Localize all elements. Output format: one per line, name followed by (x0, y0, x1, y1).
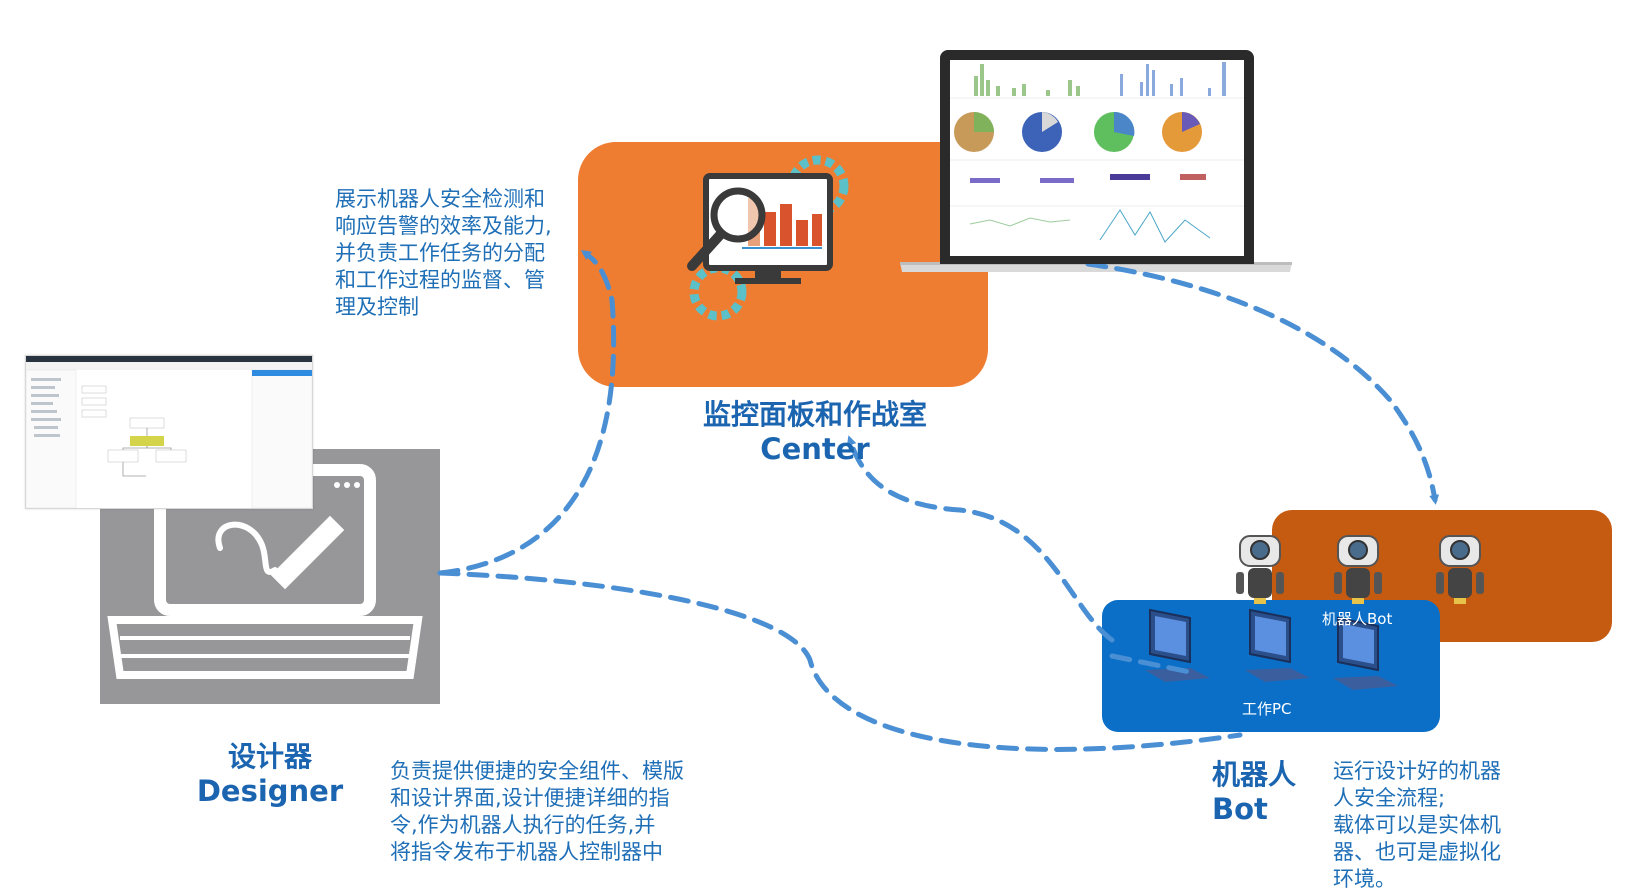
arrow-bot-to-center (846, 435, 1115, 643)
arrow-center-to-robot (1085, 261, 1440, 505)
bot-description: 运行设计好的机器 人安全流程; 载体可以是实体机 器、也可是虚拟化 环境。 (1333, 759, 1501, 891)
pc-icon-1 (1145, 608, 1210, 682)
designer-ui-screenshot (25, 355, 313, 509)
bot-title: 机器人 Bot (1212, 758, 1297, 826)
pc-icon-2 (1245, 608, 1310, 682)
arrow-designer-to-bot (437, 570, 1243, 752)
pc-icon-3 (1333, 616, 1398, 690)
work-pc-label: 工作PC (1242, 700, 1292, 718)
designer-description: 负责提供便捷的安全组件、模版 和设计界面,设计便捷详细的指 令,作为机器人执行的… (390, 759, 684, 864)
robot-icon-1 (1236, 535, 1284, 604)
robot-icon-2 (1334, 535, 1382, 604)
robot-bot-label: 机器人Bot (1322, 610, 1393, 628)
arrow-designer-to-center (437, 250, 617, 576)
center-title: 监控面板和作战室 Center (702, 398, 927, 466)
arrow-pc-internal (1109, 653, 1193, 675)
analytics-monitor-icon (687, 155, 849, 321)
center-description: 展示机器人安全检测和 响应告警的效率及能力, 并负责工作任务的分配 和工作过程的… (335, 187, 552, 319)
robot-icon-3 (1436, 535, 1484, 604)
designer-title: 设计器 Designer (196, 740, 344, 808)
dashboard-laptop-screen (940, 50, 1254, 264)
